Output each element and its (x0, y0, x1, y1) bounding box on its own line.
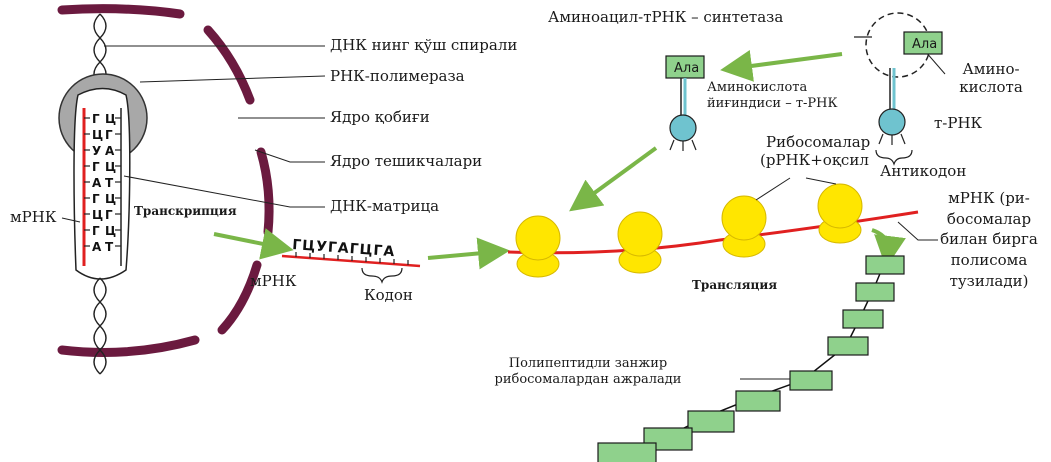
polysome-line5: тузилади) (949, 271, 1029, 290)
synthetase-label: Аминоацил-тРНК – синтетаза (548, 8, 784, 26)
process-arrows (213, 50, 843, 270)
mrna-sequence: ГЦУГАГЦГА (292, 237, 396, 260)
trna-charge-arrow (720, 50, 843, 82)
mrna-base: Ц (92, 208, 103, 222)
polypeptide-line1: Полипептидли занжир (508, 356, 668, 371)
anticodon-brace (875, 149, 913, 166)
polypeptide-label: Полипептидли занжир рибосомалардан ажрал… (478, 356, 698, 387)
trna-body-right (878, 108, 906, 136)
amino-acid-box (842, 309, 884, 329)
mrna-base: Ц (92, 128, 103, 142)
ala-box-right (903, 31, 943, 55)
polysome-line1: мРНК (ри- (948, 189, 1030, 207)
amino-acid-box (865, 255, 905, 275)
mrna-base: А (92, 176, 102, 190)
mrna-base: А (92, 240, 102, 254)
nuclear-envelope-label: Ядро қобиғи (330, 108, 430, 126)
mrna-bases: ГЦУГАГЦГА (92, 112, 103, 254)
ribosome (817, 183, 863, 244)
aminoacyl-trna-synthetase: Ала (854, 12, 943, 166)
amino-acid-label-line1: Амино- (962, 60, 1020, 78)
mrna-polysome (507, 210, 919, 255)
dna-template-base: Ц (105, 224, 116, 238)
polypeptide-chain (597, 255, 905, 462)
anticodon-label: Антикодон (880, 162, 967, 180)
trna-delivery-arrow (569, 146, 658, 212)
envelope-segment (203, 25, 255, 105)
codon-brace (361, 267, 403, 284)
envelope-segment (57, 335, 200, 357)
mrna-base: Г (92, 224, 100, 238)
transcription-label: Транскрипция (134, 204, 237, 218)
dna-template-label: ДНК-матрица (330, 197, 440, 215)
envelope-segment (217, 260, 262, 335)
rna-polymerase-label: РНК-полимераза (330, 67, 465, 85)
dna-double-helix-label: ДНК нинг қўш спирали (330, 36, 518, 54)
mrna-fragment: ГЦУГАГЦГА (281, 237, 421, 284)
polysome-label: мРНК (ри- босомалар билан бирга полисома… (930, 188, 1048, 291)
envelope-segment (256, 147, 274, 237)
ribosome-leaders (740, 50, 946, 380)
dna-helix-bottom (93, 277, 107, 375)
amino-acid-box (789, 370, 833, 391)
ribosome (515, 215, 561, 278)
nuclear-envelope (57, 4, 274, 357)
aa-trna-complex-line2: йиғиндиси – т-РНК (707, 95, 838, 111)
amino-acid-label-line2: кислота (959, 78, 1023, 96)
codon-label: Кодон (364, 286, 413, 304)
dna-template-base: Т (105, 176, 114, 190)
transcription-arrow (213, 228, 294, 260)
amino-acid-box (597, 442, 657, 462)
amino-acid-box (687, 410, 735, 433)
dna-ticks-right (115, 117, 121, 247)
dna-template-base: Ц (105, 192, 116, 206)
trna-body-middle (669, 114, 697, 142)
amino-acid-box (827, 336, 869, 356)
mrna-ticks-left (84, 117, 90, 247)
mrna-export-arrow (427, 237, 510, 270)
polysome-line4: полисома (950, 251, 1028, 270)
dna-template-base: Г (105, 208, 113, 222)
ribosome (721, 195, 767, 258)
mrna-fragment-label: мРНК (250, 272, 297, 290)
polysome-line2: босомалар (946, 209, 1032, 228)
trna-label: т-РНК (934, 114, 983, 132)
ala-label-right: Ала (912, 37, 937, 52)
envelope-segment (57, 4, 185, 19)
nuclear-pores-label: Ядро тешикчалари (330, 152, 483, 170)
mrna-base: Г (92, 192, 100, 206)
ribosomes-label: Рибосомалар (рРНК+оқсил (760, 133, 870, 169)
peptide-exit-arrow (871, 228, 906, 268)
dna-template-base: Т (105, 240, 114, 254)
ribosomes (515, 183, 863, 278)
mrna-nucleus-label: мРНК (10, 208, 57, 226)
aa-trna-complex-label: Аминокислота йиғиндиси – т-РНК (707, 80, 838, 111)
ribosome (617, 211, 663, 274)
polysome-line3: билан бирга (940, 230, 1038, 249)
ala-label-middle: Ала (674, 61, 699, 76)
mrna-base: Г (92, 160, 100, 174)
polypeptide-line2: рибосомалардан ажралади (494, 371, 682, 387)
leader-lines (61, 45, 326, 223)
ribosomes-label-line2: (рРНК+оқсил (760, 151, 869, 169)
mrna-base: Г (92, 112, 100, 126)
mrna-base: У (92, 144, 101, 158)
dna-template-base: Ц (105, 112, 116, 126)
translation-label: Трансляция (692, 278, 778, 292)
amino-acid-box (735, 390, 781, 412)
dna-template-base: Ц (105, 160, 116, 174)
dna-template-base: А (105, 144, 115, 158)
aa-trna-complex-line1: Аминокислота (707, 80, 808, 95)
aminoacyl-trna: Ала (665, 55, 705, 151)
amino-acid-label: Амино- кислота (946, 60, 1036, 96)
ribosomes-label-line1: Рибосомалар (766, 133, 871, 151)
dna-template-base: Г (105, 128, 113, 142)
dna-bubble (73, 87, 131, 280)
amino-acid-box (855, 282, 895, 302)
